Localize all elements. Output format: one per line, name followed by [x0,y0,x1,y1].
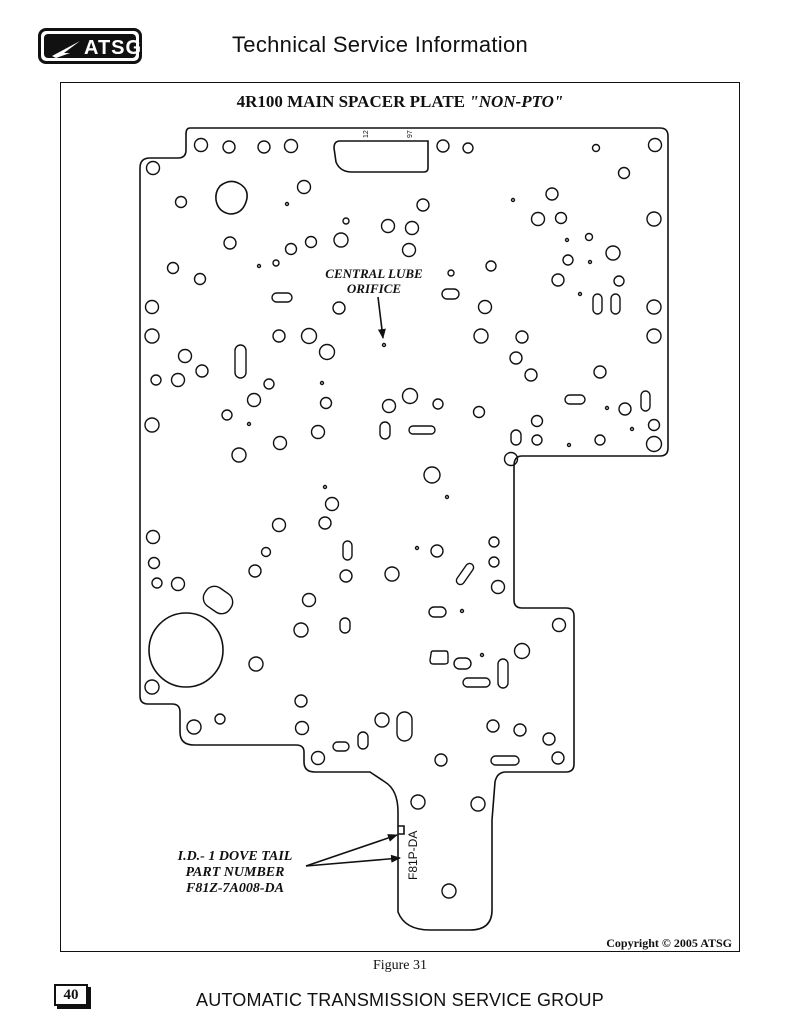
top-slot [333,140,429,173]
central-lube-arrow [377,296,386,339]
figure-caption: Figure 31 [372,958,428,973]
footer-company: AUTOMATIC TRANSMISSION SERVICE GROUP [196,990,604,1010]
id-line1: I.D.- 1 DOVE TAIL [177,849,293,864]
dove-tail-notch [398,825,405,835]
slot-mark-right: 97 [407,130,414,138]
page-title: Technical Service Information [232,32,529,57]
id-arrow-lower [305,854,401,867]
page-number: 40 [54,984,88,1006]
diagram-title-main: 4R100 MAIN SPACER PLATE [236,92,470,111]
hole-pattern [144,137,663,899]
atsg-logo: ATSG [38,28,142,64]
diagram-title-italic: "NON-PTO" [469,92,564,111]
central-lube-label: CENTRAL LUBE ORIFICE [322,266,426,296]
central-lube-line1: CENTRAL LUBE [325,266,423,281]
id-line3: F81Z-7A008-DA [186,881,284,896]
plate-outline [139,127,669,931]
part-stamp: F81P-DA [406,831,420,880]
diagram-title: 4R100 MAIN SPACER PLATE "NON-PTO" [0,92,800,112]
bird-logo-icon [52,41,80,58]
id-line2: PART NUMBER [185,865,285,880]
large-cavity [148,612,224,688]
copyright: Copyright © 2005 ATSG [606,936,732,950]
slot-mark-left: 12 [363,130,370,138]
id-label: I.D.- 1 DOVE TAIL PART NUMBER F81Z-7A008… [160,849,310,897]
logo-text: ATSG [84,37,143,59]
id-arrow-upper [305,834,398,867]
irregular-hole [215,180,248,215]
central-lube-line2: ORIFICE [346,281,402,296]
figure-frame [60,82,740,952]
